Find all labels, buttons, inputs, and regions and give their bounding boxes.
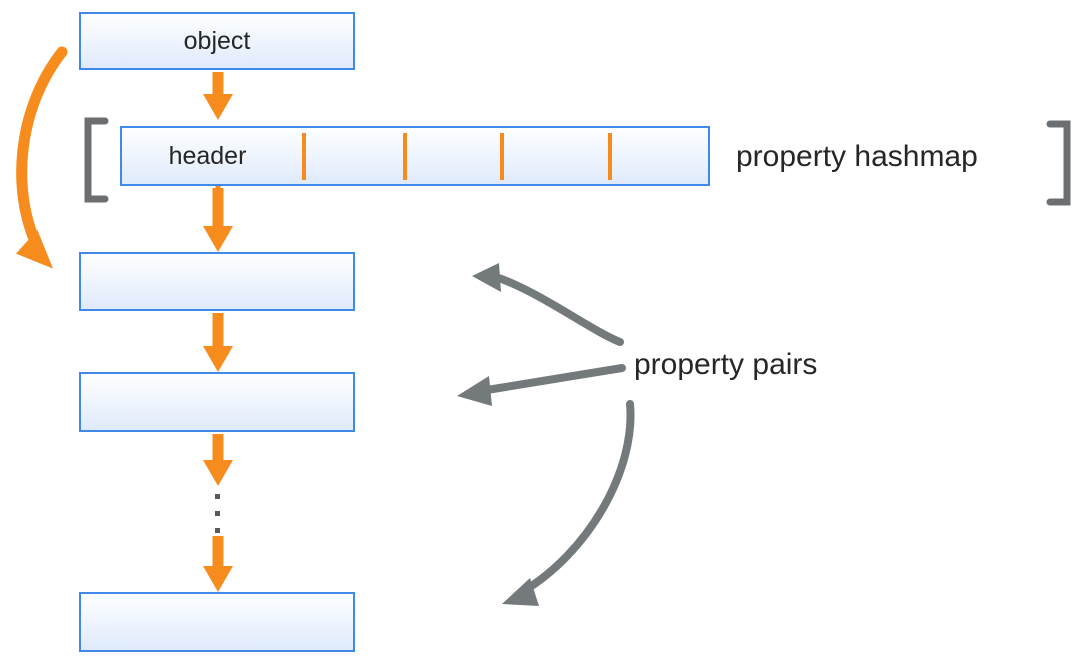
object-box[interactable] — [79, 12, 355, 70]
orange-arrow-pair1-to-pair2 — [203, 313, 233, 372]
property-pair-box-2[interactable] — [79, 372, 355, 432]
header-tick-1 — [302, 133, 306, 180]
header-tick-4 — [608, 133, 612, 180]
gray-callout-arrow-2 — [457, 364, 626, 406]
ellipsis-dot-1 — [215, 494, 220, 499]
ellipsis-dot-2 — [215, 511, 220, 516]
header-tick-3 — [500, 133, 504, 180]
header-tick-2 — [403, 133, 407, 180]
orange-arrow-object-to-header — [203, 72, 233, 120]
header-box-label: header — [168, 142, 247, 170]
property-pairs-label: property pairs — [634, 348, 818, 381]
property-pair-box-3[interactable] — [79, 592, 355, 652]
orange-curved-arrow — [15, 46, 68, 269]
orange-arrow-pair2-to-ellipsis — [203, 434, 233, 486]
right-bracket — [1046, 120, 1071, 206]
property-hashmap-label: property hashmap — [736, 140, 978, 173]
gray-callout-arrow-1 — [472, 263, 624, 346]
property-pair-box-1[interactable] — [79, 252, 355, 311]
orange-arrow-ellipsis-to-pair3 — [203, 536, 233, 592]
gray-callout-arrow-3 — [502, 400, 635, 606]
ellipsis-dot-3 — [215, 528, 220, 533]
left-bracket — [84, 117, 109, 203]
object-box-label: object — [183, 27, 251, 55]
